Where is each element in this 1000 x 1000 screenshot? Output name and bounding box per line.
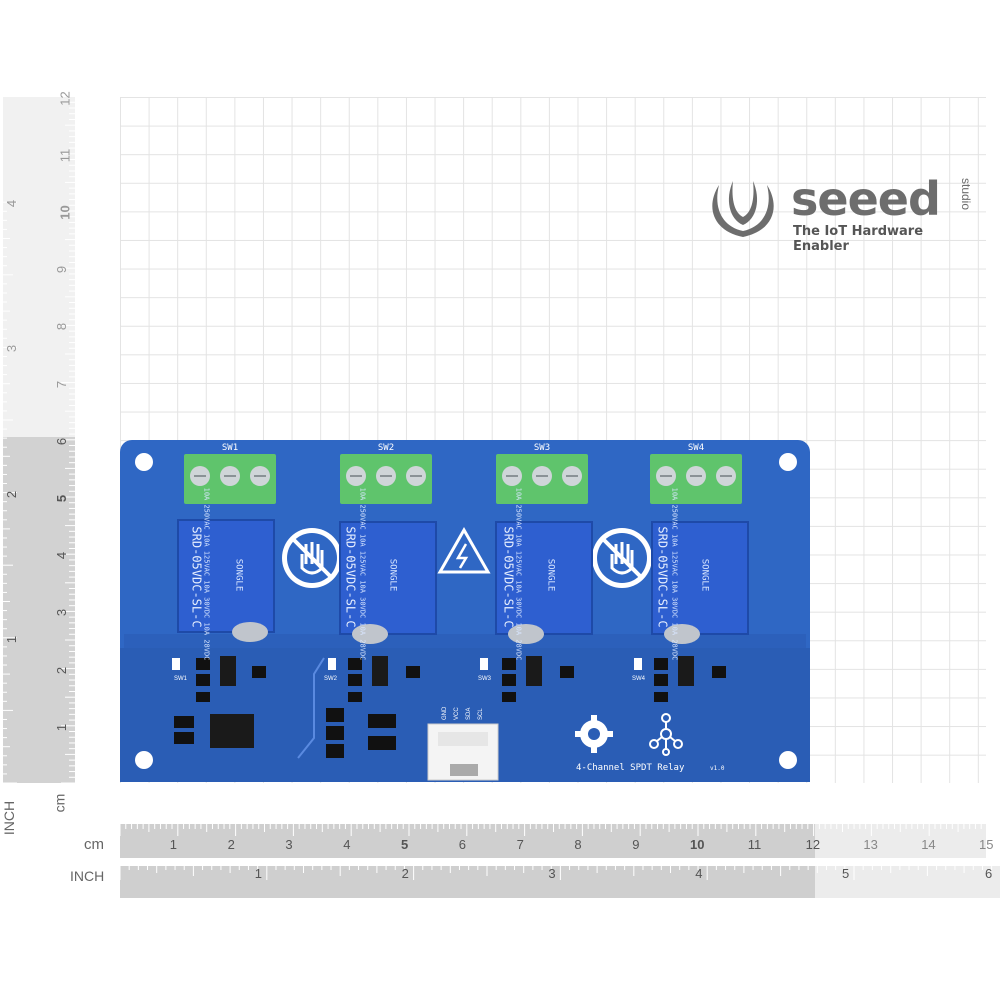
grove-connector [427,723,499,781]
gear-icon [575,715,613,753]
terminal-label-1: SW1 [222,443,238,453]
left-cm-tick-label: 12 [57,90,73,106]
led-label-3: SW3 [478,676,492,682]
left-ruler [3,97,75,784]
status-leds [172,658,642,670]
inch-tick-label: 5 [842,866,850,881]
left-cm-tick-label: 7 [54,380,70,388]
cm-tick-label: 13 [863,837,878,852]
bottom-inch-ruler [119,866,1000,898]
led-label-1: SW1 [174,676,188,682]
svg-text:GND: GND [442,706,448,720]
cm-tick-label: 3 [285,837,293,852]
led-label-2: SW2 [324,676,338,682]
seeed-logo: seeed studio The IoT Hardware Enabler [705,172,975,254]
bottom-inch-unit: INCH [70,868,105,884]
relay-1-brand: SONGLE [233,558,244,592]
network-icon [649,713,683,756]
relay-1-ratings: 10A 250VAC 10A 125VAC 10A 30VDC 10A 28VD… [202,487,211,661]
inch-tick-label: 2 [401,866,409,881]
svg-text:VCC: VCC [454,707,460,720]
bottom-cm-ruler [119,824,986,858]
left-inch-unit: INCH [1,800,18,836]
inch-tick-label: 6 [985,866,993,881]
connector-pin-labels: GND VCC SDA SCL [442,706,484,720]
cm-tick-label: 12 [805,837,821,852]
left-inch-tick-label: 1 [4,635,20,643]
relay-3-ratings: 10A 250VAC 10A 125VAC 10A 30VDC 10A 28VD… [514,487,523,661]
relay-3 [495,521,593,644]
high-voltage-icon [437,526,491,574]
left-cm-tick-label: 3 [54,609,70,617]
board-version: v1.0 [710,765,725,772]
cm-tick-label: 10 [690,837,705,852]
terminal-block-1 [184,454,276,504]
terminal-block-2 [340,454,432,504]
cm-tick-label: 1 [169,837,178,852]
relay-4-model: SRD-05VDC-SL-C [655,526,670,628]
cm-tick-label: 2 [227,837,235,852]
inch-tick-label: 1 [254,866,263,881]
cm-tick-label: 7 [516,837,524,852]
cm-tick-label: 5 [401,837,409,852]
no-touch-icon [282,528,342,588]
left-cm-tick-label: 4 [54,552,70,560]
logo-tagline: The IoT Hardware Enabler [793,224,924,254]
relay-2 [339,521,437,644]
left-cm-tick-label: 10 [57,205,73,220]
relay-4-ratings: 10A 250VAC 10A 125VAC 10A 30VDC 10A 28VD… [670,487,679,661]
left-inch-tick-label: 4 [4,200,20,208]
board-name: 4-Channel SPDT Relay [576,763,685,773]
seeed-logo-mark [712,181,774,237]
mounting-hole [779,751,797,769]
left-cm-tick-label: 9 [54,266,70,274]
left-cm-tick-label: 5 [54,494,70,503]
terminal-label-2: SW2 [378,443,394,453]
cm-tick-label: 6 [458,837,467,852]
mounting-hole [135,751,153,769]
relay-4-brand: SONGLE [699,558,710,592]
logo-studio: studio [959,178,973,211]
bottom-cm-unit: cm [84,836,104,853]
cm-tick-label: 4 [343,837,351,852]
cm-tick-label: 14 [921,837,936,852]
relay-3-brand: SONGLE [545,558,556,592]
left-inch-tick-label: 2 [4,490,20,498]
inch-tick-label: 4 [695,866,703,881]
left-cm-tick-label: 8 [54,323,70,331]
no-touch-icon [592,528,652,588]
terminal-label-4: SW4 [688,443,704,453]
cm-tick-label: 15 [979,837,994,852]
svg-text:SCL: SCL [478,708,484,720]
led-label-4: SW4 [632,676,646,682]
left-cm-tick-label: 1 [54,723,70,731]
logo-brand: seeed [791,172,941,226]
relay-2-ratings: 10A 250VAC 10A 125VAC 10A 30VDC 10A 28VD… [358,487,367,661]
left-inch-tick-label: 3 [4,345,20,353]
relay-2-brand: SONGLE [387,558,398,592]
terminal-block-3 [496,454,588,504]
left-cm-unit: cm [51,793,68,813]
smd-components [174,656,726,758]
cm-tick-label: 9 [632,837,640,852]
terminal-block-4 [650,454,742,504]
left-cm-tick-label: 11 [57,148,73,163]
relay-board: SW1 SW2 SW3 SW4 [120,440,810,782]
mounting-hole [779,453,797,471]
left-cm-tick-label: 6 [54,437,70,445]
relay-2-model: SRD-05VDC-SL-C [343,526,358,628]
terminal-label-3: SW3 [534,443,550,453]
inch-tick-label: 3 [548,866,556,881]
svg-text:SDA: SDA [466,708,472,720]
mounting-hole [135,453,153,471]
relay-1 [177,519,275,642]
pcb-trace [297,657,325,759]
left-cm-tick-label: 2 [54,666,70,674]
cm-tick-label: 11 [747,837,762,852]
relay-4 [651,521,749,644]
cm-tick-label: 8 [574,837,582,852]
